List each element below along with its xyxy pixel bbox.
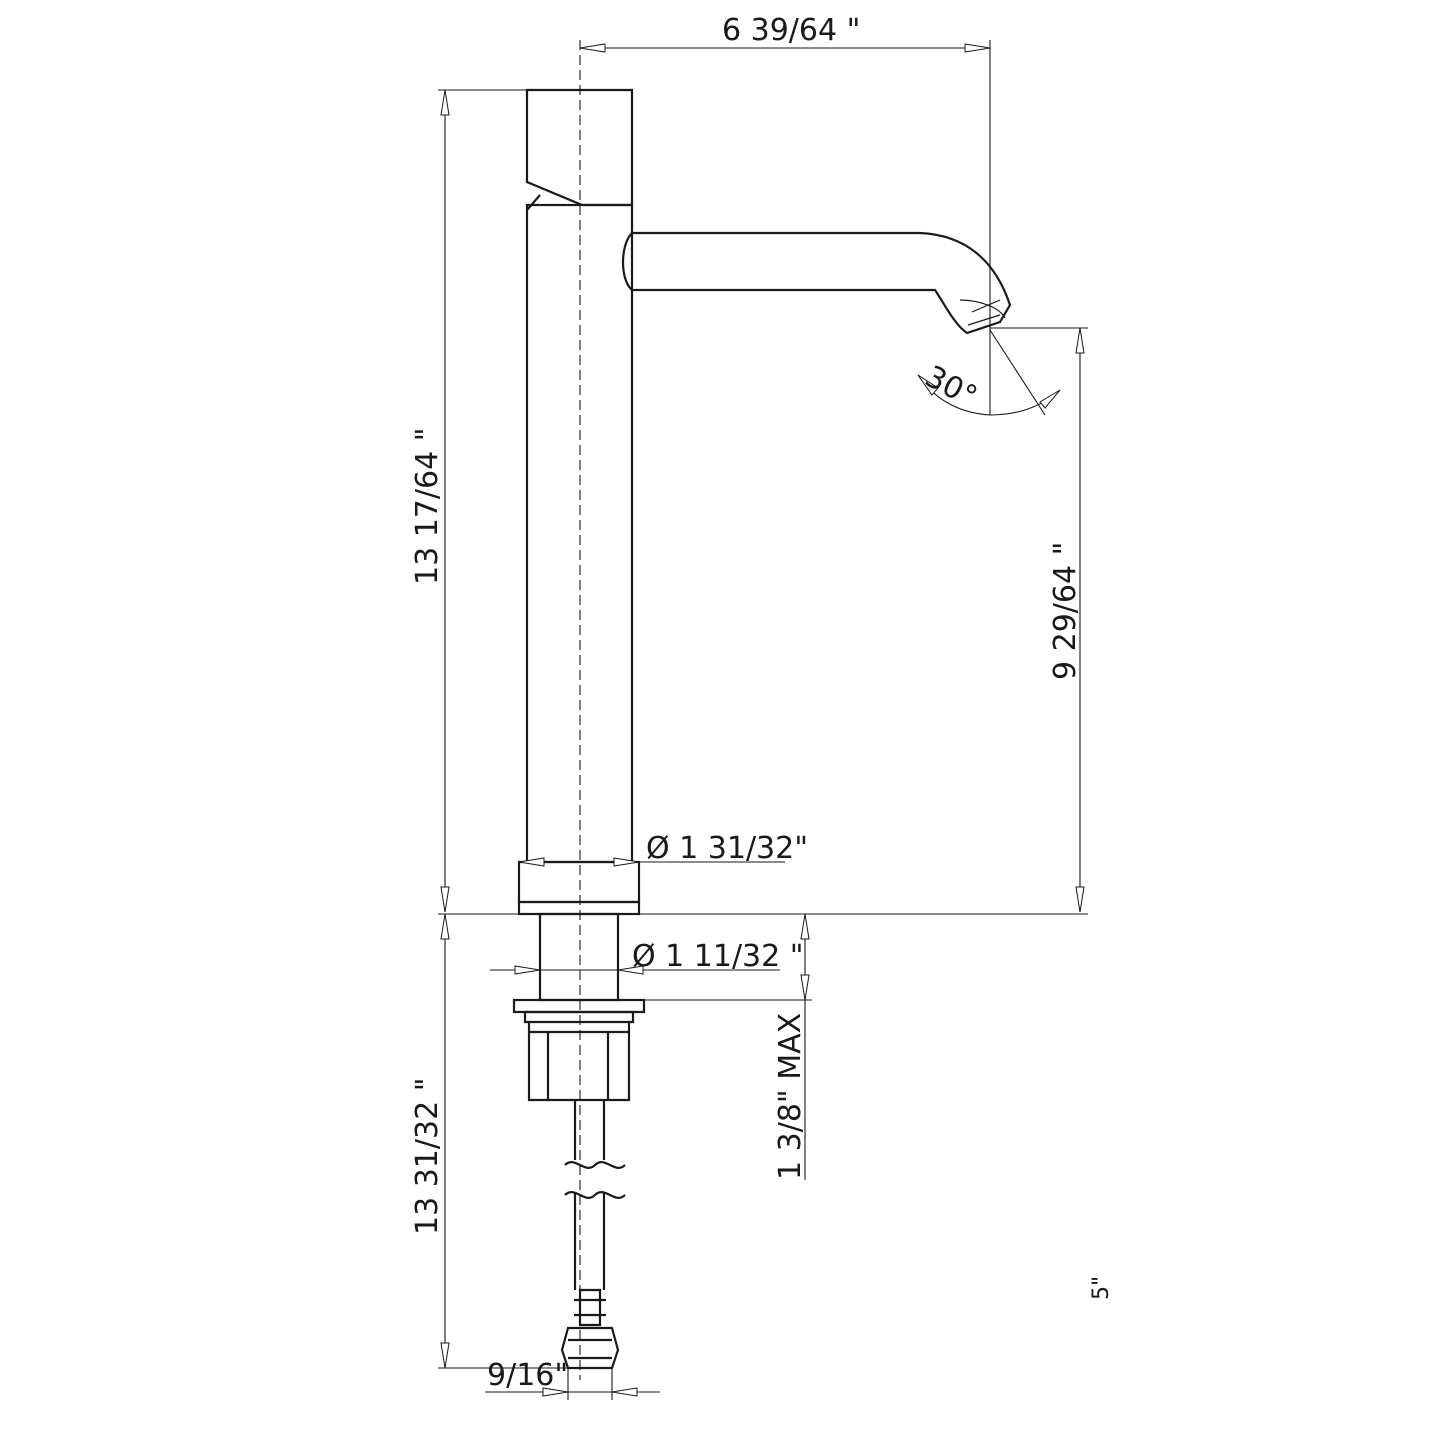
dim-body-diameter: Ø 1 31/32" [646,831,808,866]
hose-break [564,1161,626,1199]
base-ring [517,860,641,904]
dimension-lines [438,40,1088,1400]
hose-fitting [574,1288,606,1327]
side-note: 5" [1089,1276,1114,1300]
washer [512,998,646,1014]
dim-connector-size: 9/16" [487,1358,568,1393]
dim-spout-reach: 6 39/64 " [722,13,860,48]
dim-shank-diameter: Ø 1 11/32 " [632,939,804,974]
dim-total-height: 13 17/64 " [410,428,445,586]
shank [538,912,620,1002]
faucet-body [512,88,1012,1370]
mounting-nut [523,1010,635,1102]
aerator [959,299,1006,326]
dim-spout-height: 9 29/64 " [1048,542,1083,680]
connector-nut [560,1326,620,1370]
faucet-spout [632,231,1012,335]
supply-hose [573,1100,606,1290]
dim-spray-angle: 30° [919,359,982,415]
dim-hose-length: 13 31/32 " [410,1078,445,1236]
dim-max-deck: 1 3/8" MAX [773,1013,808,1180]
